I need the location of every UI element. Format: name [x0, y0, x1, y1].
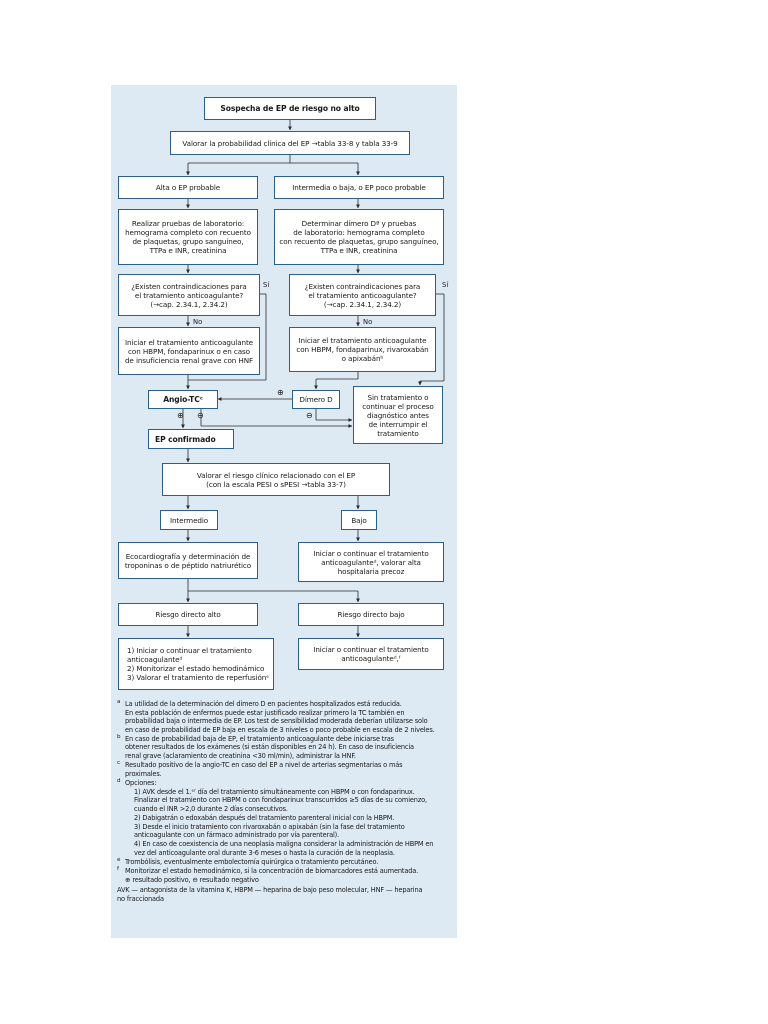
risk-assessment-box: Valorar el riesgo clínico relacionado co… [162, 463, 390, 496]
yes-label-low: Sí [442, 281, 449, 289]
footnote-mark: b [117, 733, 121, 740]
low-direct-risk-box: Riesgo directo bajo [298, 603, 444, 626]
footnote-text: Monitorizar el estado hemodinámico, si l… [125, 866, 419, 875]
footnote-text: Opciones: [125, 778, 157, 787]
angio-negative-sign: ⊖ [197, 411, 204, 420]
no-label-high: No [193, 318, 203, 326]
sign-legend: ⊕ resultado positivo, ⊖ resultado negati… [125, 876, 259, 885]
angio-positive-sign: ⊕ [177, 411, 184, 420]
footnote-mark: c [117, 759, 120, 766]
contraindications-low-box: ¿Existen contraindicaciones para el trat… [289, 274, 436, 316]
footnote-text: Trombólisis, eventualmente embolectomía … [125, 857, 379, 866]
low-risk-actions-box: Iniciar o continuar el tratamiento antic… [298, 638, 444, 670]
start-anticoag-low-risk-box: Iniciar o continuar el tratamiento antic… [298, 542, 444, 582]
footnote-f: f Monitorizar el estado hemodinámico, si … [117, 865, 453, 876]
footnote-c: c Resultado positivo de la angio-TC en ca… [117, 759, 453, 778]
d-dimer-negative-sign: ⊖ [306, 411, 313, 420]
assess-probability-box: Valorar la probabilidad clínica del EP →… [170, 131, 410, 155]
footnote-text: En caso de probabilidad baja de EP, el t… [125, 734, 414, 760]
footnote-d: d Opciones: [117, 777, 453, 788]
intermediate-risk-box: Intermedio [160, 510, 218, 530]
footnote-text: Resultado positivo de la angio-TC en cas… [125, 760, 403, 778]
echo-troponin-box: Ecocardiografía y determinación de tropo… [118, 542, 258, 579]
footnote-text: La utilidad de la determinación del díme… [125, 700, 435, 734]
low-risk-box: Bajo [341, 510, 377, 530]
d-dimer-box: Dímero D [292, 390, 340, 409]
yes-label-high: Sí [263, 281, 270, 289]
low-probability-box: Intermedia o baja, o EP poco probable [274, 176, 444, 199]
suspicion-box: Sospecha de EP de riesgo no alto [204, 97, 376, 120]
lab-tests-low-box: Determinar dímero Dª y pruebas de labora… [274, 209, 444, 265]
footnote-e: e Trombólisis, eventualmente embolectomía… [117, 856, 453, 867]
start-anticoag-high-box: Iniciar el tratamiento anticoagulante co… [118, 327, 260, 375]
contraindications-high-box: ¿Existen contraindicaciones para el trat… [118, 274, 260, 316]
d-dimer-positive-sign: ⊕ [277, 388, 284, 397]
no-treatment-box: Sin tratamiento o continuar el proceso d… [353, 386, 443, 444]
footnotes: a La utilidad de la determinación del dím… [117, 699, 453, 903]
footnote-mark: d [117, 777, 121, 784]
footnote-d-option-1: 1) AVK desde el 1.ᵉʳ día del tratamiento… [134, 787, 427, 813]
abbreviations: AVK — antagonista de la vitamina K, HBPM… [117, 885, 423, 903]
footnote-mark: a [117, 699, 121, 705]
footnote-b: b En caso de probabilidad baja de EP, el … [117, 733, 453, 761]
footnote-d-option-4: 4) En caso de coexistencia de una neopla… [134, 840, 434, 857]
footnote-mark: f [117, 865, 119, 872]
high-risk-actions-box: 1) Iniciar o continuar el tratamiento an… [118, 638, 274, 690]
high-risk-box: Riesgo directo alto [118, 603, 258, 626]
no-label-low: No [363, 318, 373, 326]
footnote-d-option-3: 3) Desde el inicio tratamiento con rivar… [134, 822, 405, 840]
lab-tests-high-box: Realizar pruebas de laboratorio: hemogra… [118, 209, 258, 265]
pe-confirmed-box: EP confirmado [148, 429, 234, 449]
footnote-d-option-2: 2) Dabigatrán o edoxabán después del tra… [134, 813, 395, 822]
footnote-mark: e [117, 856, 121, 863]
footnote-a: a La utilidad de la determinación del dím… [117, 699, 453, 734]
angio-ct-box: Angio-TCᶜ [148, 390, 218, 409]
start-anticoag-low-box: Iniciar el tratamiento anticoagulante co… [289, 327, 436, 372]
high-probability-box: Alta o EP probable [118, 176, 258, 199]
